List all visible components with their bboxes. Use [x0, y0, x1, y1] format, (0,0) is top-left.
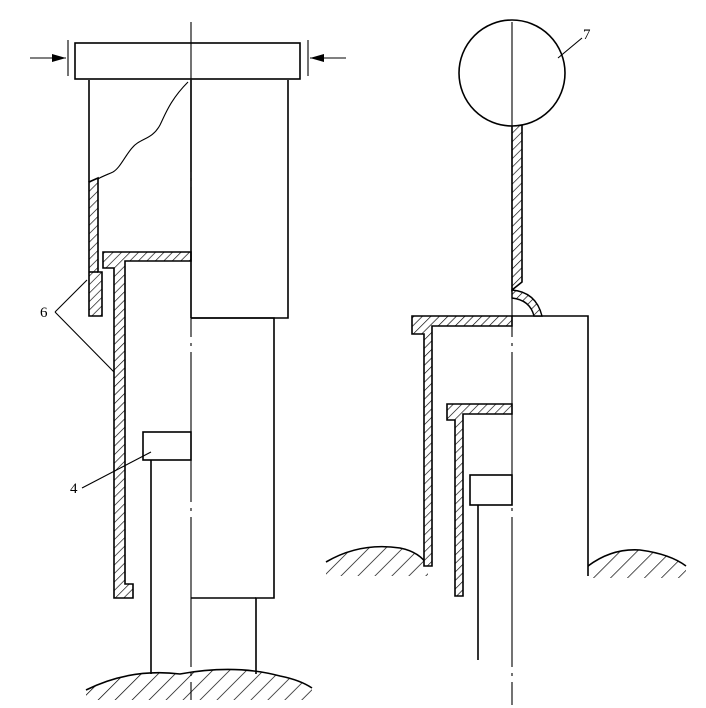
weld: [511, 289, 543, 317]
right-view: 7: [325, 19, 687, 705]
right-inner-sleeve: [446, 403, 513, 597]
left-dimension-arrows: [30, 40, 346, 76]
label-4: 4: [70, 481, 78, 497]
right-ground: [325, 545, 687, 578]
right-plate: [469, 474, 513, 506]
left-sleeve: [102, 251, 192, 599]
left-pile: [150, 317, 275, 674]
leader-7: [557, 37, 583, 59]
right-column: [477, 315, 589, 660]
rod: [511, 121, 523, 292]
left-view: 6 4: [30, 22, 346, 700]
part-4-plate: [142, 431, 192, 461]
left-leaders: [54, 279, 152, 489]
left-ground: [85, 668, 313, 700]
left-top-plate: [74, 42, 301, 80]
label-6: 6: [40, 305, 48, 321]
label-7: 7: [583, 27, 591, 43]
